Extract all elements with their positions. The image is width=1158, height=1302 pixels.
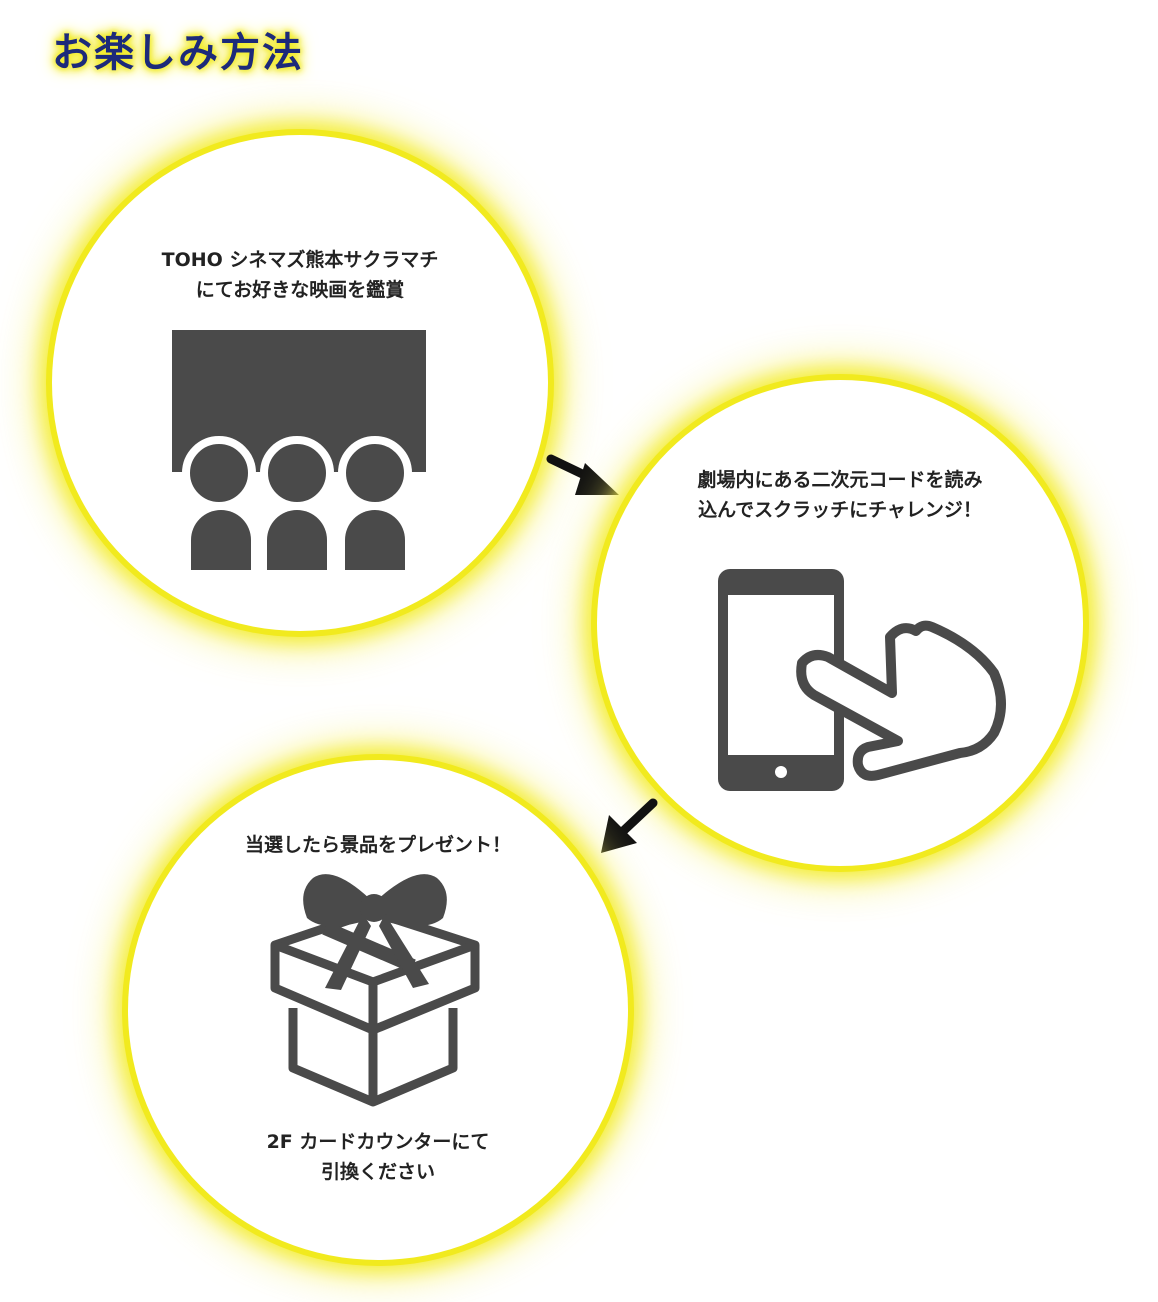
movie-theater-icon [172, 330, 426, 570]
step-3-footer-line-1: 2F カードカウンターにて [266, 1131, 490, 1153]
step-3-circle: 当選したら景品をプレゼント！ 2F カードカウンターにて 引換ください [128, 760, 628, 1260]
step-3-line-1: 当選したら景品をプレゼント！ [244, 834, 511, 856]
step-2-line-1: 劇場内にある二次元コードを読み [697, 469, 983, 491]
step-2-line-2: 込んでスクラッチにチャレンジ！ [698, 499, 982, 521]
step-1-line-2: にてお好きな映画を鑑賞 [195, 279, 405, 301]
step-2-text: 劇場内にある二次元コードを読み 込んでスクラッチにチャレンジ！ [597, 465, 1083, 525]
arrow-left-down-icon [601, 798, 658, 853]
smartphone-tap-icon [718, 569, 1006, 791]
step-1-circle: TOHO シネマズ熊本サクラマチ にてお好きな映画を鑑賞 [52, 135, 548, 631]
page-title: お楽しみ方法 [52, 30, 304, 76]
step-3-text: 当選したら景品をプレゼント！ [128, 830, 628, 860]
step-1-line-1: TOHO シネマズ熊本サクラマチ [161, 249, 439, 271]
arrow-right-down-icon [546, 454, 619, 495]
step-1-text: TOHO シネマズ熊本サクラマチ にてお好きな映画を鑑賞 [52, 245, 548, 305]
step-3-footer-text: 2F カードカウンターにて 引換ください [128, 1127, 628, 1187]
step-3-footer-line-2: 引換ください [320, 1161, 435, 1183]
gift-box-icon [270, 874, 480, 1107]
step-2-circle: 劇場内にある二次元コードを読み 込んでスクラッチにチャレンジ！ [597, 380, 1083, 866]
